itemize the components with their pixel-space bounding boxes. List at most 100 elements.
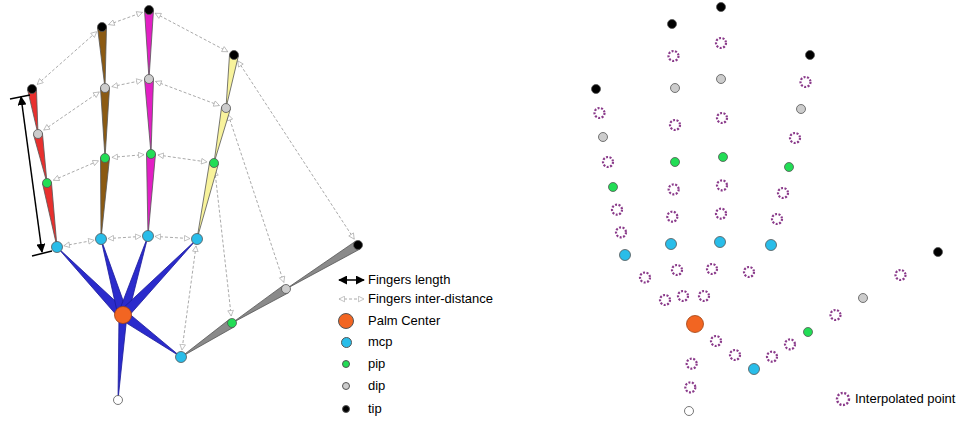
bone-segment <box>197 162 218 239</box>
bone-segment <box>98 27 107 88</box>
wrist <box>114 396 123 405</box>
interpolated-point <box>685 382 695 392</box>
interpolated-point <box>670 120 680 130</box>
inter-distance <box>155 236 190 238</box>
inter-distance <box>108 236 141 238</box>
bone-segment <box>145 10 154 79</box>
joint <box>620 250 631 261</box>
legend-label: tip <box>368 401 382 417</box>
joint <box>671 158 680 167</box>
legend-swatch <box>341 337 352 348</box>
joint <box>671 84 680 93</box>
joint <box>145 75 154 84</box>
joint <box>717 75 726 84</box>
palm-center <box>115 307 132 324</box>
wrist <box>685 407 694 416</box>
inter-distance <box>182 246 196 350</box>
bone-segment <box>147 154 156 236</box>
length-symbol <box>339 279 364 281</box>
legend-label: Fingers inter-distance <box>368 291 493 307</box>
interpolated-point <box>612 205 622 215</box>
legend-label: mcp <box>368 334 393 350</box>
joint <box>592 85 601 94</box>
interpolated-point <box>711 336 721 346</box>
interpolated-point <box>896 270 906 280</box>
interpolated-point <box>785 339 795 349</box>
joint <box>52 242 63 253</box>
interpolated-point <box>595 108 605 118</box>
palm-center <box>687 316 704 333</box>
joint <box>192 234 203 245</box>
joint <box>28 85 37 94</box>
interpolated-point <box>687 359 697 369</box>
joint <box>176 352 187 363</box>
interpolated-point <box>707 264 717 274</box>
bone-segment <box>286 241 360 289</box>
interpolated-point <box>744 267 754 277</box>
joint <box>609 183 618 192</box>
inter-distance <box>64 240 94 245</box>
inter-distance <box>155 13 228 51</box>
joint <box>785 163 794 172</box>
inter-distance <box>44 92 99 130</box>
legend-swatch <box>342 360 350 368</box>
legend-swatch <box>338 313 354 329</box>
joint <box>668 20 677 29</box>
inter-distance <box>112 155 144 158</box>
interpolated-point <box>660 295 670 305</box>
joint <box>96 234 107 245</box>
joint <box>797 105 806 114</box>
interpolated-point <box>772 214 782 224</box>
length-tick <box>32 251 52 256</box>
joint <box>210 159 219 168</box>
legend-label: Interpolated point <box>855 391 955 407</box>
joint <box>749 364 760 375</box>
bone-segment <box>119 239 197 318</box>
interpolated-point <box>672 265 682 275</box>
interpolated-point <box>716 209 726 219</box>
joint <box>715 237 726 248</box>
joint <box>934 248 943 257</box>
interpolated-point <box>730 350 740 360</box>
interpolated-point <box>667 212 677 222</box>
interpolated-point <box>717 113 727 123</box>
joint <box>804 328 813 337</box>
joint <box>806 51 815 60</box>
interpolated-point <box>640 273 650 283</box>
interpolated-point <box>603 157 613 167</box>
joint <box>766 240 777 251</box>
interpolated-symbol <box>837 393 849 405</box>
legend-label: dip <box>368 378 385 394</box>
bone-segment <box>226 54 238 108</box>
joint <box>228 319 237 328</box>
inter-distance <box>37 32 97 85</box>
inter-distance <box>215 170 231 316</box>
bone-segment <box>34 133 47 183</box>
interpolated-point <box>616 227 626 237</box>
joint <box>282 285 291 294</box>
interpolated-point <box>767 352 777 362</box>
interpolated-point <box>669 51 679 61</box>
interpolated-point <box>678 291 688 301</box>
bone-segment <box>232 285 288 323</box>
interpolated-point <box>790 133 800 143</box>
bone-segment <box>181 319 234 357</box>
joint <box>145 6 154 15</box>
joint <box>599 133 608 142</box>
joint <box>43 179 52 188</box>
legend-label: Palm Center <box>368 313 440 329</box>
interpolated-point <box>831 310 841 320</box>
bone-segment <box>118 315 127 400</box>
inter-distance <box>158 155 207 162</box>
joint <box>222 104 231 113</box>
interpolated-point <box>716 38 726 48</box>
inter-distance <box>156 81 220 105</box>
joint <box>101 154 110 163</box>
joint <box>354 241 363 250</box>
inter-distance <box>109 12 143 24</box>
joint <box>147 150 156 159</box>
interpolated-point <box>669 184 679 194</box>
fingers-length <box>21 97 42 252</box>
interpolated-point <box>778 188 788 198</box>
